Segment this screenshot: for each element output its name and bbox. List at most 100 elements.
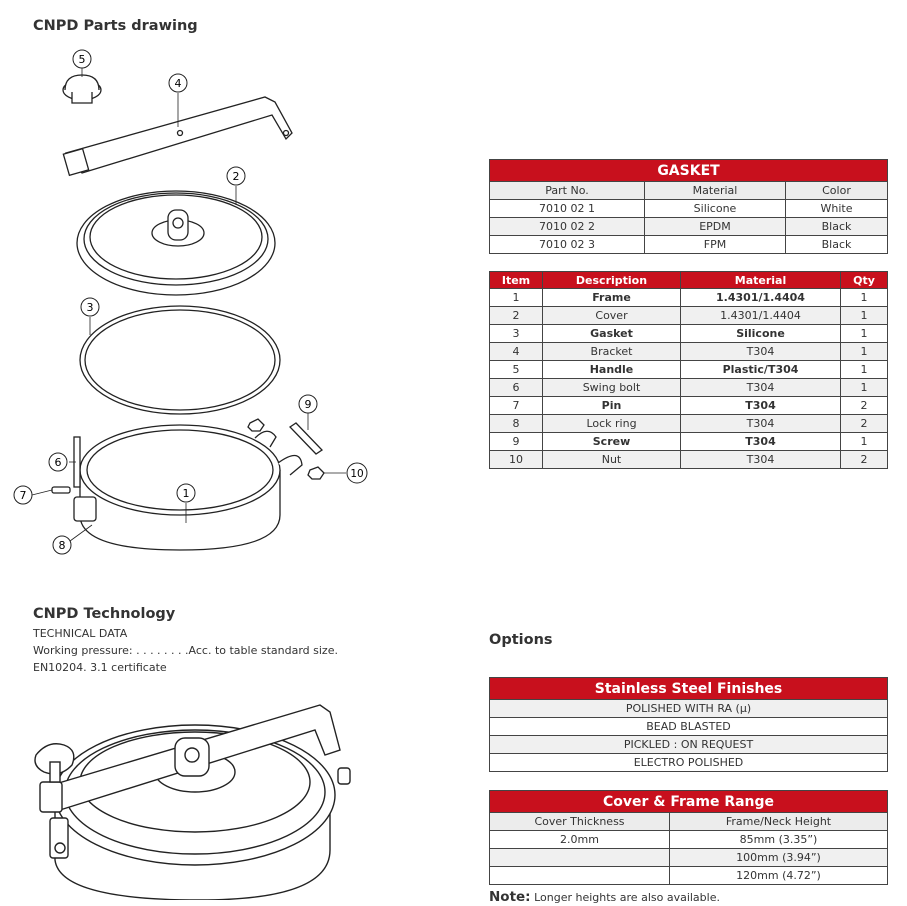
items-header-item: Item — [489, 271, 543, 289]
item-qty: 2 — [840, 450, 888, 469]
note-label: Note: — [489, 889, 531, 905]
item-material: Plastic/T304 — [680, 360, 841, 379]
item-number: 5 — [489, 360, 543, 379]
table-row: 100mm (3.94”) — [489, 848, 888, 867]
item-description: Frame — [542, 288, 681, 307]
item-number: 1 — [489, 288, 543, 307]
pin-part — [51, 486, 71, 494]
range-header-frame-height: Frame/Neck Height — [669, 812, 888, 831]
item-material: T304 — [680, 414, 841, 433]
table-row: 7010 02 1 Silicone White — [489, 199, 888, 218]
item-description: Screw — [542, 432, 681, 451]
callout-2: 2 — [226, 166, 246, 186]
svg-text:3: 3 — [87, 301, 94, 314]
table-row: POLISHED WITH RA (μ) — [489, 699, 888, 718]
callout-5: 5 — [72, 49, 92, 69]
table-row: BEAD BLASTED — [489, 717, 888, 736]
item-number: 10 — [489, 450, 543, 469]
finish-option: ELECTRO POLISHED — [489, 753, 888, 772]
cover-part — [76, 190, 276, 296]
item-number: 8 — [489, 414, 543, 433]
cover-frame-range-table: Cover & Frame Range Cover Thickness Fram… — [489, 790, 888, 885]
finishes-table: Stainless Steel Finishes POLISHED WITH R… — [489, 677, 888, 772]
gasket-header-part-no: Part No. — [489, 181, 645, 200]
svg-text:4: 4 — [175, 77, 182, 90]
items-header-description: Description — [542, 271, 681, 289]
gasket-table: GASKET Part No. Material Color 7010 02 1… — [489, 159, 888, 254]
item-description: Bracket — [542, 342, 681, 361]
callout-9: 9 — [298, 394, 318, 414]
table-row: ELECTRO POLISHED — [489, 753, 888, 772]
gasket-material: EPDM — [644, 217, 786, 236]
callout-3: 3 — [80, 297, 100, 317]
item-qty: 1 — [840, 324, 888, 343]
working-pressure-text: Working pressure: . . . . . . . .Acc. to… — [33, 644, 338, 657]
callout-10: 10 — [346, 462, 368, 484]
assembled-manhole-drawing — [34, 704, 351, 900]
table-row: 7010 02 2 EPDM Black — [489, 217, 888, 236]
table-row: 7010 02 3 FPM Black — [489, 235, 888, 254]
svg-text:9: 9 — [305, 398, 312, 411]
callout-8: 8 — [52, 535, 72, 555]
technical-data-label: TECHNICAL DATA — [33, 627, 128, 640]
range-header-cover-thickness: Cover Thickness — [489, 812, 670, 831]
screw-part — [288, 422, 324, 455]
gasket-material: Silicone — [644, 199, 786, 218]
item-material: 1.4301/1.4404 — [680, 306, 841, 325]
svg-text:1: 1 — [183, 487, 190, 500]
item-material: Silicone — [680, 324, 841, 343]
callout-4: 4 — [168, 73, 188, 93]
item-description: Handle — [542, 360, 681, 379]
gasket-part-no: 7010 02 3 — [489, 235, 645, 254]
cover-thickness — [489, 866, 670, 885]
item-description: Lock ring — [542, 414, 681, 433]
item-description: Nut — [542, 450, 681, 469]
item-qty: 2 — [840, 414, 888, 433]
frame-height: 85mm (3.35”) — [669, 830, 888, 849]
item-description: Cover — [542, 306, 681, 325]
item-material: T304 — [680, 432, 841, 451]
svg-text:5: 5 — [79, 53, 86, 66]
item-qty: 1 — [840, 306, 888, 325]
svg-text:2: 2 — [233, 170, 240, 183]
table-row: 120mm (4.72”) — [489, 866, 888, 885]
item-material: T304 — [680, 378, 841, 397]
finishes-table-title: Stainless Steel Finishes — [489, 677, 888, 700]
item-description: Pin — [542, 396, 681, 415]
item-qty: 1 — [840, 288, 888, 307]
handle-knob-part — [62, 74, 102, 104]
finish-option: PICKLED : ON REQUEST — [489, 735, 888, 754]
technology-title: CNPD Technology — [33, 606, 176, 622]
svg-text:7: 7 — [20, 489, 27, 502]
height-note: Note: Longer heights are also available. — [489, 889, 720, 905]
item-qty: 2 — [840, 396, 888, 415]
gasket-color: Black — [785, 235, 888, 254]
item-material: T304 — [680, 396, 841, 415]
item-material: T304 — [680, 450, 841, 469]
items-header-material: Material — [680, 271, 841, 289]
table-row: PICKLED : ON REQUEST — [489, 735, 888, 754]
item-description: Gasket — [542, 324, 681, 343]
callout-7: 7 — [13, 485, 33, 505]
gasket-part — [79, 305, 281, 415]
gasket-color: Black — [785, 217, 888, 236]
callout-6: 6 — [48, 452, 68, 472]
item-number: 9 — [489, 432, 543, 451]
item-material: T304 — [680, 342, 841, 361]
gasket-material: FPM — [644, 235, 786, 254]
item-qty: 1 — [840, 378, 888, 397]
item-qty: 1 — [840, 342, 888, 361]
gasket-header-material: Material — [644, 181, 786, 200]
item-description: Swing bolt — [542, 378, 681, 397]
